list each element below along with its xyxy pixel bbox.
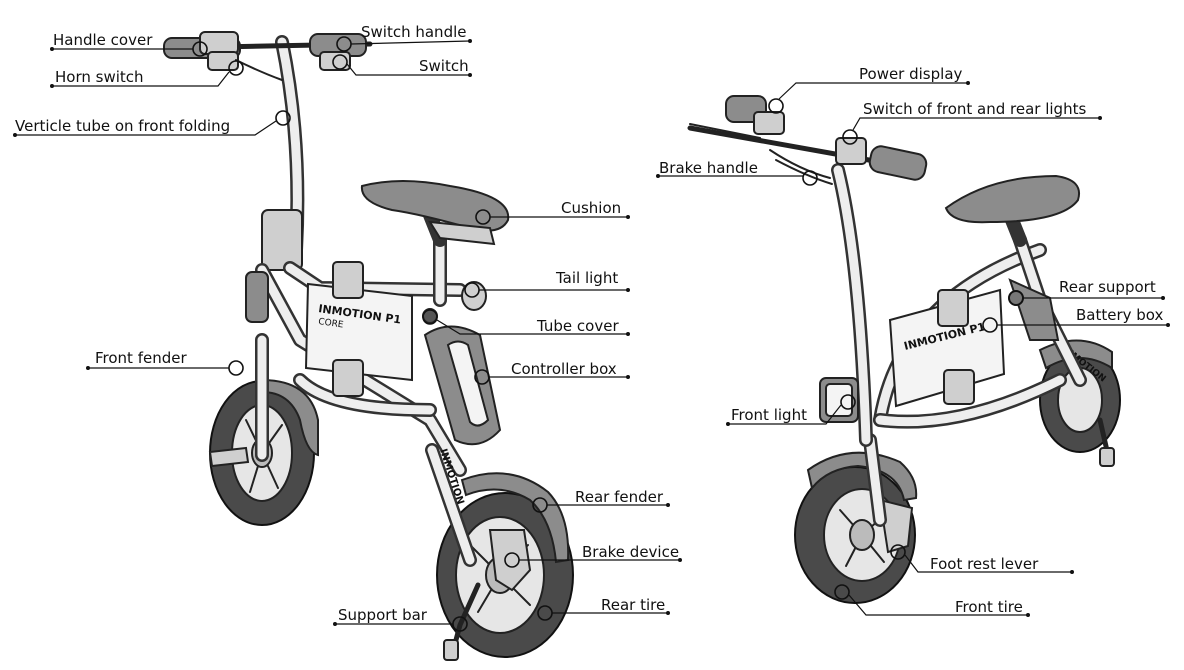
marker-circle [332, 54, 348, 70]
marker-circle [626, 332, 630, 336]
callout-labels: Handle cover Switch handle Switch Horn s… [13, 23, 1170, 632]
callout-support-bar: Support bar [333, 606, 468, 632]
marker-circle [50, 84, 54, 88]
callout-label-text: Support bar [338, 606, 428, 624]
leader-line [346, 63, 470, 76]
left-scooter-illustration: INMOTION P1 CORE INMOTION [163, 31, 574, 661]
marker-circle [966, 81, 970, 85]
left-brake-device [488, 529, 532, 592]
marker-circle [802, 170, 818, 186]
leader-line [848, 594, 1028, 616]
callout-power-display: Power display [768, 65, 970, 114]
callout-front-light: Front light [726, 394, 856, 426]
marker-circle [656, 174, 660, 178]
marker-circle [834, 584, 850, 600]
callout-label-text: Battery box [1076, 306, 1164, 324]
callout-label-text: Front light [731, 406, 807, 424]
leader-line [728, 404, 842, 425]
marker-circle [666, 503, 670, 507]
marker-circle [678, 558, 682, 562]
callout-handle-cover: Handle cover [50, 31, 208, 57]
callout-rear-fender: Rear fender [532, 488, 670, 513]
leader-line [52, 71, 230, 87]
callout-brake-device: Brake device [504, 543, 682, 568]
marker-circle [1070, 570, 1074, 574]
marker-circle [1166, 323, 1170, 327]
marker-circle [890, 544, 906, 560]
callout-tube-cover: Tube cover [422, 309, 630, 336]
marker-circle [50, 47, 54, 51]
leader-line [350, 40, 471, 45]
callout-front-fender: Front fender [86, 349, 244, 376]
marker-circle [666, 611, 670, 615]
callout-verticle-tube: Verticle tube on front folding [13, 110, 291, 137]
callout-label-text: Switch handle [361, 23, 466, 41]
callout-tail-light: Tail light [464, 269, 630, 298]
callout-rear-tire: Rear tire [537, 596, 670, 621]
marker-circle [333, 622, 337, 626]
callout-label-text: Rear tire [601, 596, 665, 614]
left-model-text: CORE [318, 317, 345, 330]
right-cushion [944, 174, 1080, 224]
leader-line [436, 319, 628, 335]
callout-front-tire: Front tire [834, 584, 1030, 617]
leader-line [904, 554, 1072, 573]
leader-line [778, 82, 968, 100]
callout-foot-rest-lever: Foot rest lever [890, 544, 1074, 574]
left-battery-box [304, 282, 413, 382]
callout-switch: Switch [332, 54, 472, 77]
marker-circle [228, 60, 244, 76]
callout-cushion: Cushion [475, 199, 630, 225]
marker-circle [468, 39, 472, 43]
marker-circle [275, 110, 291, 126]
marker-circle [13, 133, 17, 137]
callout-label-text: Switch [419, 57, 469, 75]
callout-label-text: Controller box [511, 360, 617, 378]
marker-circle [86, 366, 90, 370]
marker-circle [768, 98, 784, 114]
marker-circle [1161, 296, 1165, 300]
callout-label-text: Tube cover [536, 317, 619, 335]
leader-line [15, 120, 277, 136]
leader-line [852, 117, 1100, 131]
marker-circle [840, 394, 856, 410]
callout-brake-handle: Brake handle [656, 159, 818, 186]
callout-label-text: Front tire [955, 598, 1023, 616]
callout-battery-box: Battery box [982, 306, 1170, 333]
marker-circle [422, 309, 438, 325]
marker-circle [228, 360, 244, 376]
callout-switch-of-front-and-rear-lights: Switch of front and rear lights [842, 100, 1102, 145]
callout-label-text: Brake handle [659, 159, 758, 177]
marker-circle [1026, 613, 1030, 617]
callout-label-text: Handle cover [53, 31, 153, 49]
callout-label-text: Verticle tube on front folding [15, 117, 230, 135]
marker-circle [1098, 116, 1102, 120]
callout-label-text: Front fender [95, 349, 187, 367]
right-scooter-illustration: INMOTION INMOTION P1 [687, 95, 1121, 604]
callout-controller-box: Controller box [474, 360, 630, 385]
callout-horn-switch: Horn switch [50, 60, 244, 88]
callout-label-text: Foot rest lever [930, 555, 1039, 573]
callout-label-text: Cushion [561, 199, 621, 217]
marker-circle [626, 375, 630, 379]
callout-label-text: Tail light [555, 269, 618, 287]
left-rear-fender [460, 472, 570, 564]
marker-circle [468, 73, 472, 77]
callout-label-text: Switch of front and rear lights [863, 100, 1086, 118]
callout-label-text: Rear fender [575, 488, 664, 506]
marker-circle [726, 422, 730, 426]
callout-rear-support: Rear support [1008, 278, 1165, 306]
callout-label-text: Rear support [1059, 278, 1156, 296]
marker-circle [842, 129, 858, 145]
marker-circle [626, 288, 630, 292]
callout-label-text: Horn switch [55, 68, 144, 86]
left-cushion [360, 180, 510, 232]
callout-label-text: Power display [859, 65, 963, 83]
left-front-fender [261, 378, 319, 457]
callout-switch-handle: Switch handle [336, 23, 472, 52]
callout-label-text: Brake device [582, 543, 679, 561]
marker-circle [626, 215, 630, 219]
